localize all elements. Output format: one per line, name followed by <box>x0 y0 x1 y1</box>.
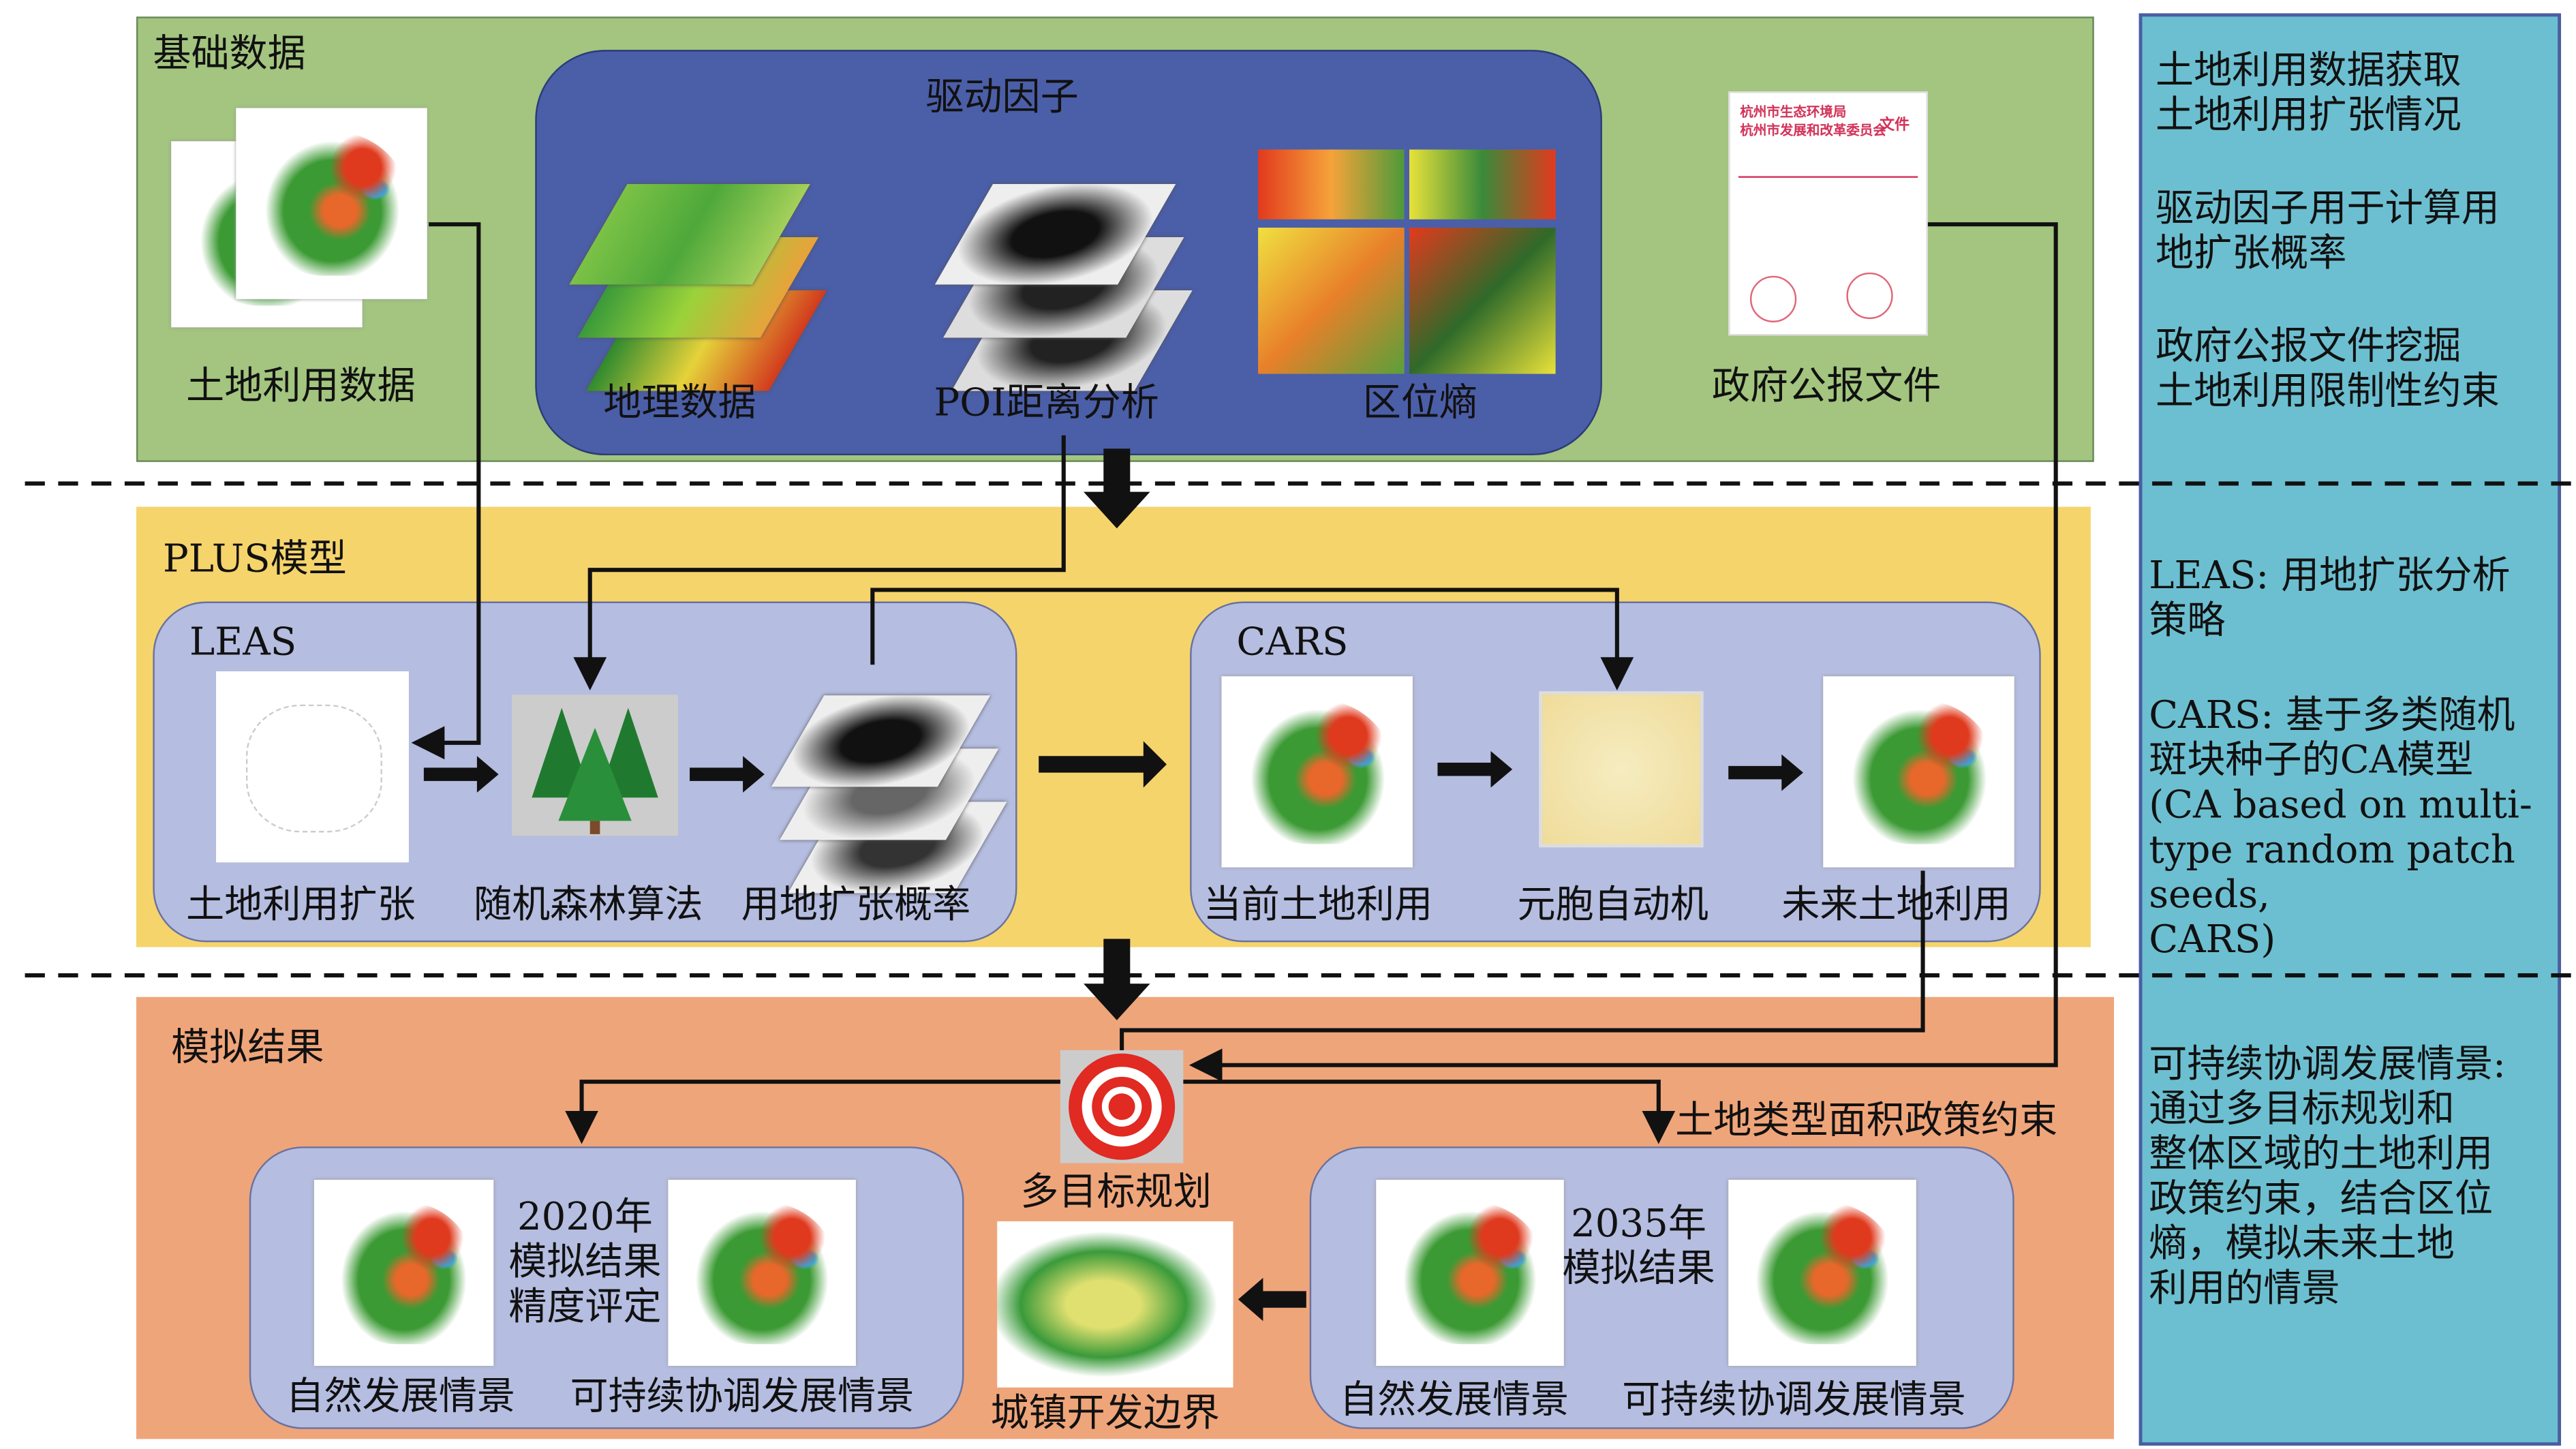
right-arrow-icon <box>690 756 765 793</box>
poi-to-forest-arrow <box>573 435 1066 690</box>
entropy-map <box>1258 149 1405 219</box>
gov-doc-header-2: 杭州市发展和改革委员会 <box>1740 121 1886 138</box>
cellular-automata-label: 元胞自动机 <box>1517 884 1708 928</box>
basic-data-title: 基础数据 <box>153 33 306 77</box>
sim-result-2035: 模拟结果 <box>1562 1247 1715 1292</box>
natural-2035-label: 自然发展情景 <box>1339 1379 1569 1422</box>
poi-label: POI距离分析 <box>934 382 1159 426</box>
note-driving-factors: 驱动因子用于计算用地扩张概率 <box>2155 187 2500 276</box>
future-land-use-label: 未来土地利用 <box>1781 884 2011 928</box>
down-arrow-icon <box>1084 448 1150 529</box>
sustainable-2020-map <box>668 1179 856 1367</box>
right-panel <box>2138 13 2562 1446</box>
note-gov-doc: 政府公报文件挖掘土地利用限制性约束 <box>2155 325 2500 414</box>
entropy-map <box>1409 228 1556 374</box>
sustainable-2035-label: 可持续协调发展情景 <box>1622 1379 1966 1422</box>
plus-model-title: PLUS模型 <box>162 538 347 582</box>
entropy-map <box>1258 228 1405 374</box>
year-2020: 2020年 <box>517 1196 653 1240</box>
down-arrow-icon <box>1084 939 1150 1020</box>
land-expansion-map <box>216 671 409 863</box>
left-arrow-icon <box>1238 1277 1306 1322</box>
natural-2020-map <box>313 1179 494 1367</box>
right-arrow-icon <box>1728 754 1803 791</box>
multi-objective-label: 多目标规划 <box>1020 1171 1212 1215</box>
natural-2020-label: 自然发展情景 <box>286 1375 515 1420</box>
probability-to-ca-arrow <box>870 588 1634 690</box>
seal-icon <box>1846 272 1893 320</box>
cars-title: CARS <box>1236 621 1349 665</box>
probability-label: 用地扩张概率 <box>741 884 971 928</box>
future-to-target-line <box>1120 870 1925 1050</box>
label-2035: 2035年 模拟结果 <box>1562 1203 1715 1293</box>
driving-factors-title: 驱动因子 <box>925 76 1079 120</box>
gov-doc-label: 政府公报文件 <box>1711 365 1942 409</box>
random-forest-label: 随机森林算法 <box>474 884 703 928</box>
cellular-automata-icon <box>1539 691 1704 848</box>
note-cars: CARS: 基于多类随机斑块种子的CA模型(CA based on multi-… <box>2149 695 2532 962</box>
current-land-use-map <box>1221 676 1413 868</box>
entropy-map <box>1409 149 1556 219</box>
gov-doc-image: 杭州市生态环境局 杭州市发展和改革委员会 文件 <box>1728 91 1928 336</box>
right-arrow-icon <box>423 756 499 793</box>
policy-constraint-label: 土地类型面积政策约束 <box>1675 1099 2058 1144</box>
label-2020: 2020年 模拟结果 精度评定 <box>508 1196 661 1330</box>
natural-2035-map <box>1376 1179 1564 1367</box>
year-2035: 2035年 <box>1571 1203 1706 1247</box>
results-title: 模拟结果 <box>171 1026 324 1071</box>
right-arrow-icon <box>1437 750 1513 788</box>
target-to-2020-arrow <box>565 1080 1060 1144</box>
seal-icon <box>1749 275 1797 322</box>
land-use-map <box>236 108 427 299</box>
land-use-data-label: 土地利用数据 <box>186 365 416 409</box>
geo-data-label: 地理数据 <box>603 382 756 426</box>
location-entropy-label: 区位熵 <box>1362 382 1478 426</box>
land-use-to-expansion-arrow <box>411 222 481 760</box>
gov-doc-to-target-arrow <box>1189 222 2058 1082</box>
gov-doc-header-1: 杭州市生态环境局 <box>1740 103 1847 120</box>
urban-boundary-label: 城镇开发边界 <box>990 1392 1221 1436</box>
sustainable-2020-label: 可持续协调发展情景 <box>570 1375 915 1420</box>
urban-boundary-map <box>997 1221 1233 1388</box>
land-expansion-label: 土地利用扩张 <box>186 884 416 928</box>
right-arrow-icon <box>1039 741 1167 788</box>
random-forest-icon <box>512 695 678 836</box>
future-land-use-map <box>1823 676 2014 868</box>
note-leas: LEAS: 用地扩张分析策略 <box>2149 555 2511 643</box>
note-sustainable: 可持续协调发展情景:通过多目标规划和整体区域的土地利用政策约束，结合区位熵，模拟… <box>2149 1043 2506 1311</box>
sustainable-2035-map <box>1728 1179 1916 1367</box>
accuracy-2020: 精度评定 <box>508 1286 662 1330</box>
target-to-2035-arrow <box>1183 1080 1676 1144</box>
note-land-use: 土地利用数据获取土地利用扩张情况 <box>2155 50 2462 138</box>
gov-doc-header-3: 文件 <box>1880 118 1910 135</box>
sim-result-2020: 模拟结果 <box>508 1241 662 1285</box>
leas-title: LEAS <box>189 621 297 665</box>
current-land-use-label: 当前土地利用 <box>1203 884 1433 928</box>
target-icon <box>1060 1050 1184 1163</box>
